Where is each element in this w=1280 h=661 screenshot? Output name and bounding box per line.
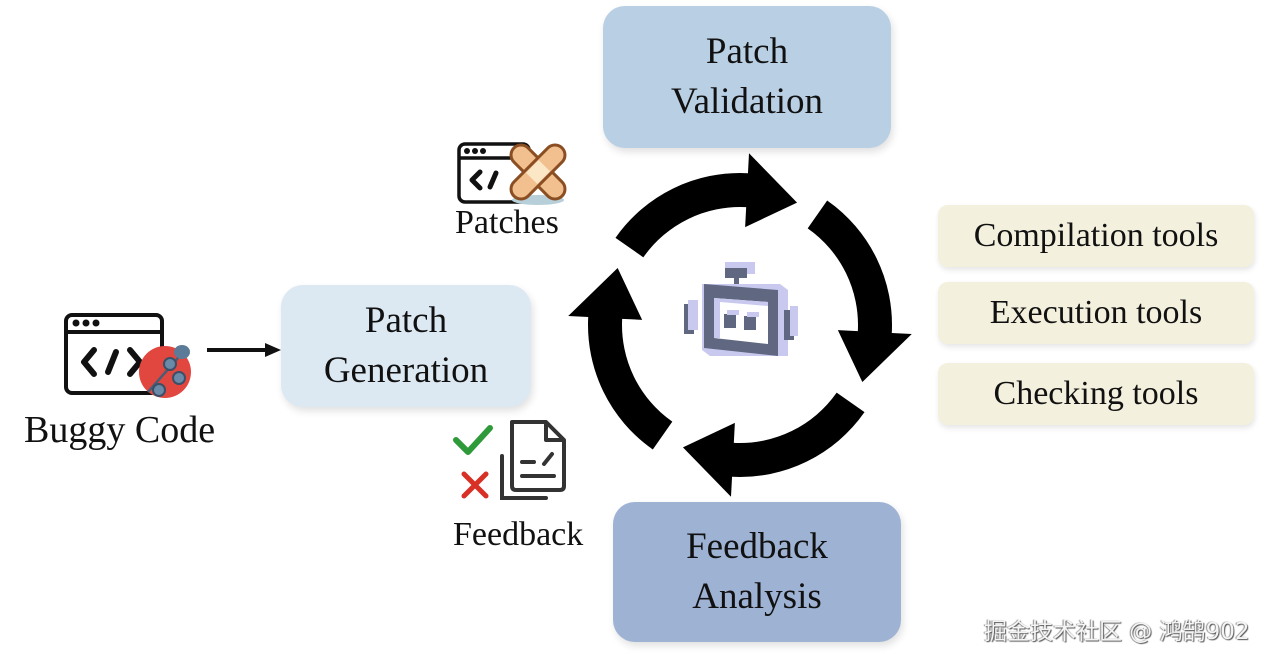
watermark: 掘金技术社区 @ 鸿鹄902 [984, 619, 1250, 645]
stage-line: Validation [670, 81, 824, 122]
stage-line: Patch [705, 31, 789, 72]
tool-label: Checking tools [993, 375, 1199, 412]
tool-compilation: Compilation tools [938, 205, 1254, 267]
patches-label: Patches [455, 204, 559, 241]
stage-line: Patch [364, 300, 448, 341]
tool-checking: Checking tools [938, 363, 1254, 425]
feedback-label: Feedback [453, 516, 584, 553]
buggy-code-label: Buggy Code [24, 409, 216, 451]
code-window-bandage-icon [457, 142, 567, 205]
patch-validation-stage: Patch Validation [603, 6, 891, 148]
feedback-analysis-stage: Feedback Analysis [613, 502, 901, 642]
code-window-bug-icon [64, 313, 191, 398]
stage-line: Analysis [692, 576, 822, 617]
cycle-arrow [807, 200, 912, 383]
patch-generation-stage: Patch Generation [281, 285, 531, 407]
robot-agent-icon [684, 262, 798, 356]
cycle-arrow [615, 153, 798, 258]
stage-line: Generation [323, 350, 489, 391]
stage-line: Feedback [686, 526, 828, 567]
document-check-cross-icon [453, 420, 566, 500]
cycle-arrow [568, 267, 673, 450]
cycle-arrows [568, 153, 912, 497]
input-arrow [207, 343, 281, 357]
cycle-arrow [682, 392, 865, 497]
tool-execution: Execution tools [938, 282, 1254, 344]
tool-label: Compilation tools [973, 217, 1219, 254]
tool-label: Execution tools [989, 294, 1203, 331]
